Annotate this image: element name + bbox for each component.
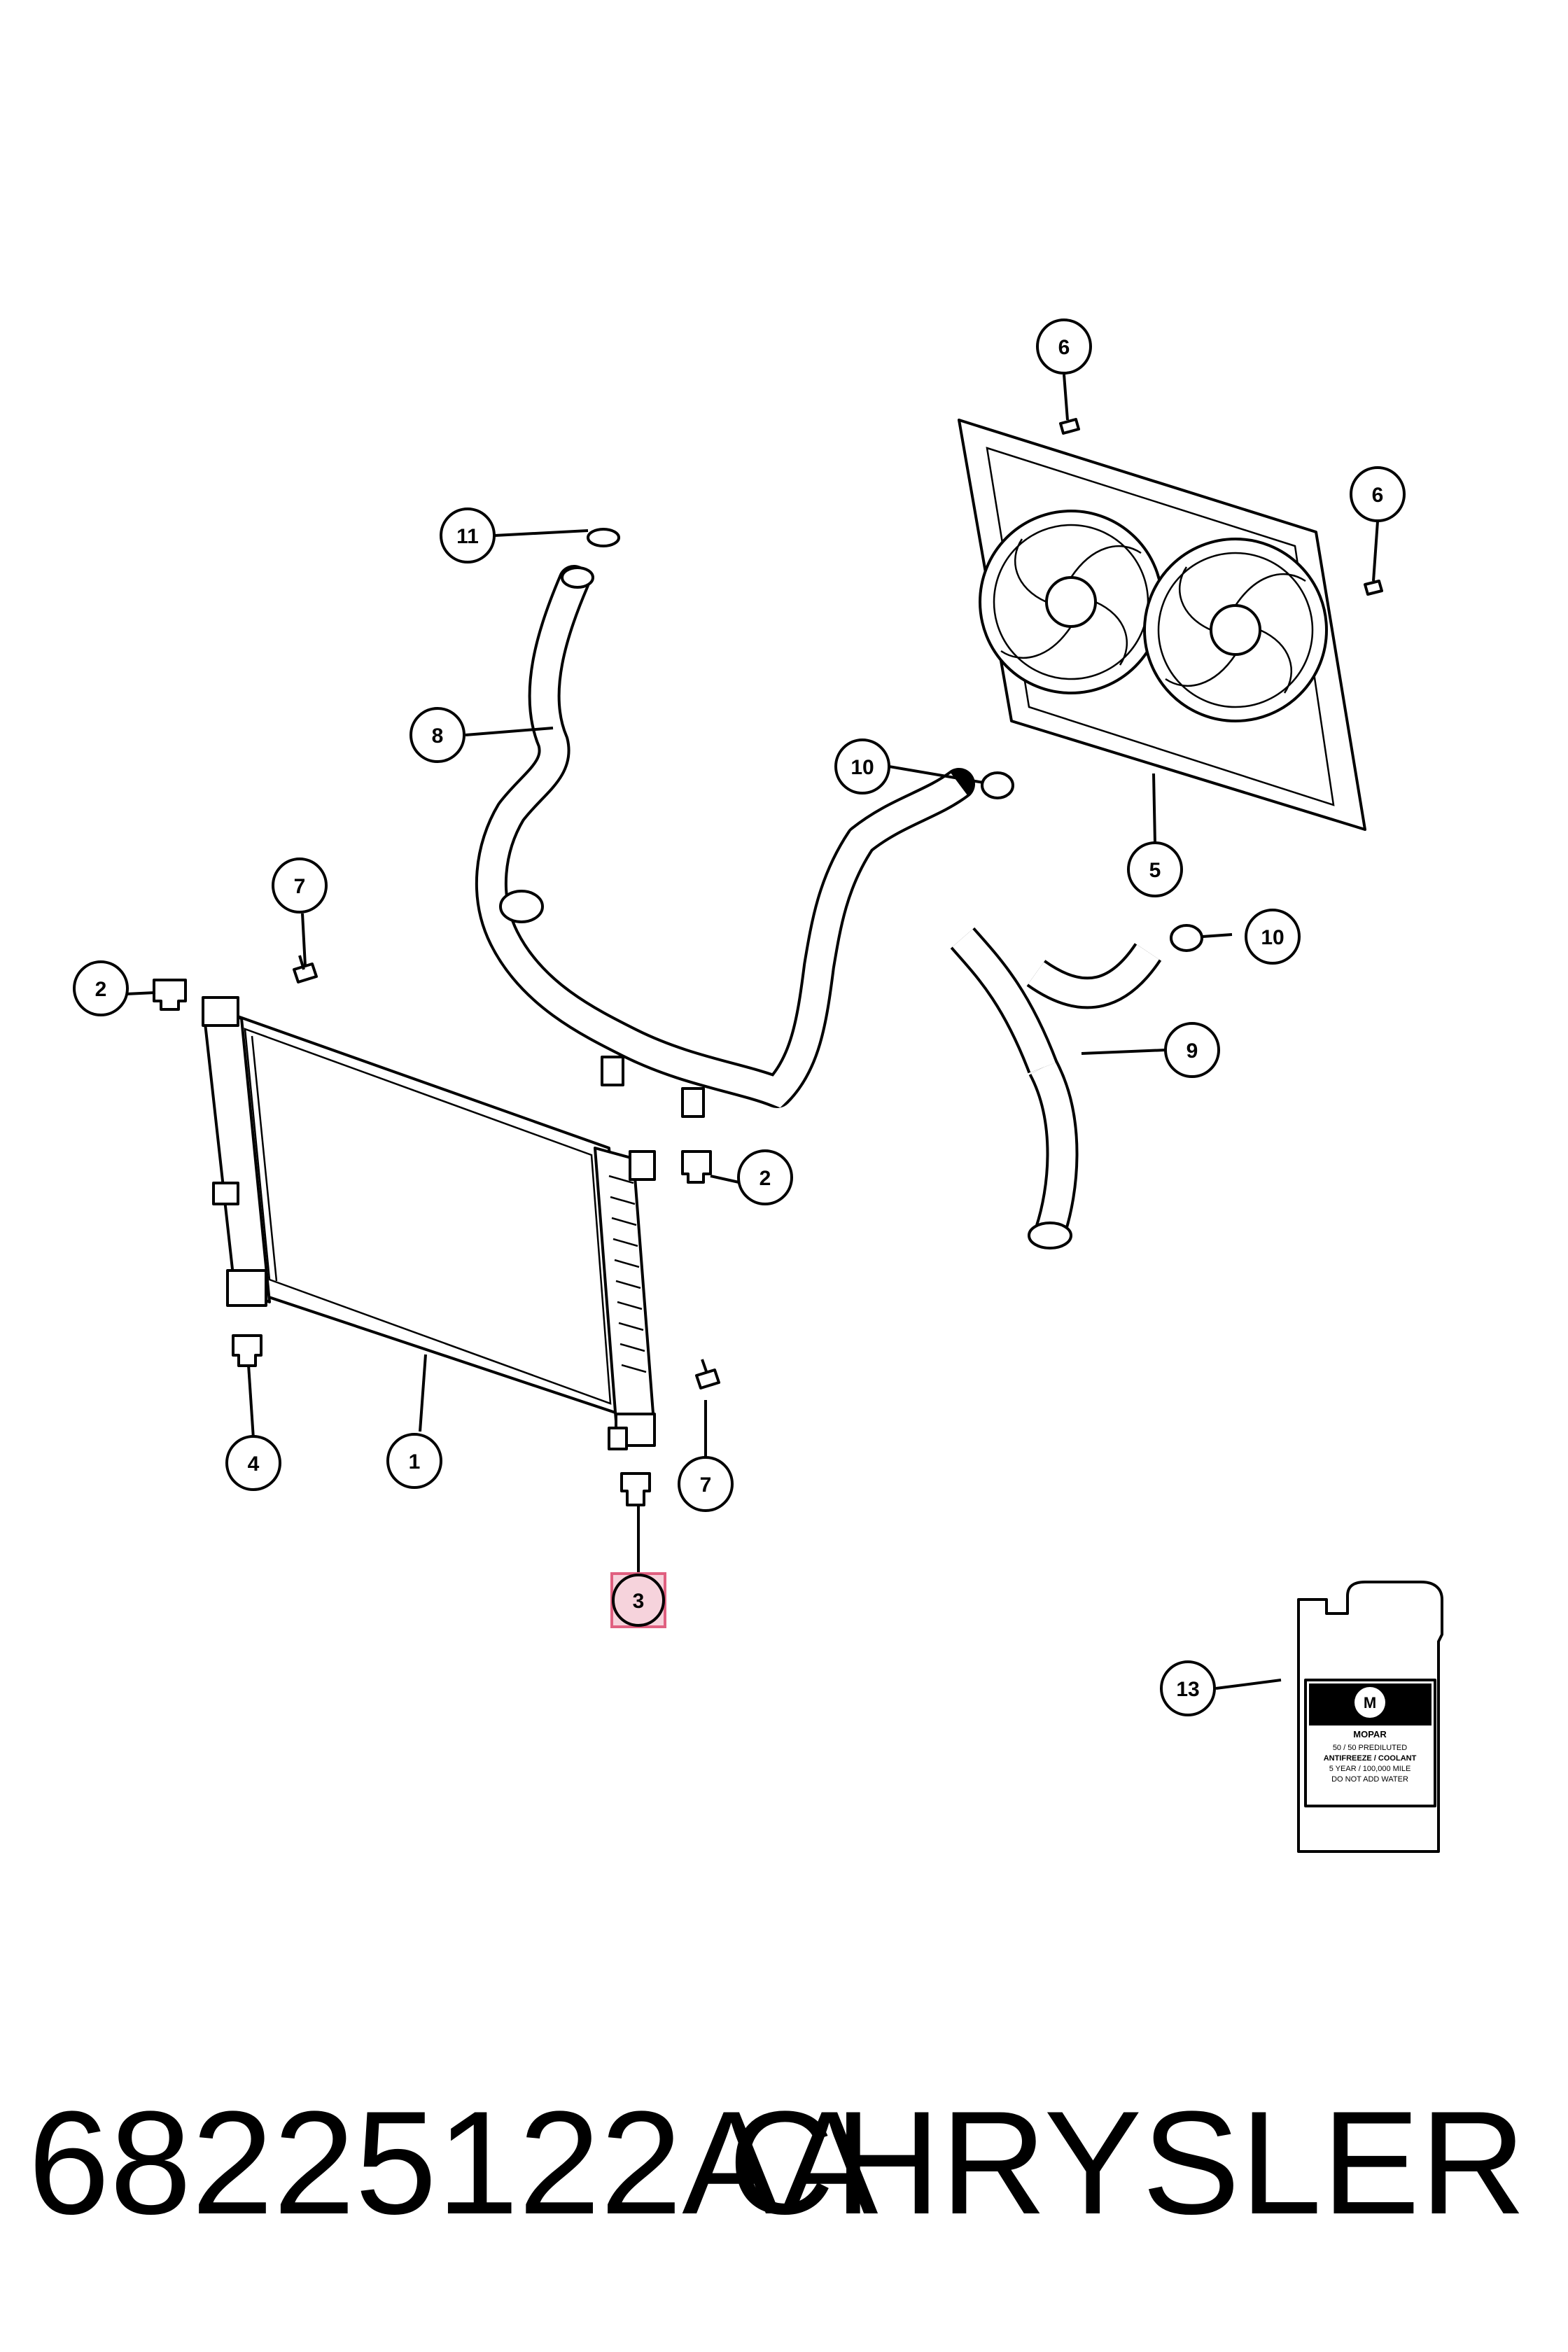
svg-text:4: 4 [248, 1452, 260, 1476]
svg-text:7: 7 [700, 1474, 712, 1497]
svg-text:8: 8 [432, 724, 444, 748]
callout-4: 4 [225, 1435, 281, 1491]
jug-line4: DO NOT ADD WATER [1331, 1775, 1408, 1784]
callout-13: 13 [1160, 1660, 1216, 1716]
bolt-6a [1059, 418, 1080, 435]
jug-line3: 5 YEAR / 100,000 MILE [1329, 1765, 1411, 1773]
svg-text:11: 11 [456, 525, 479, 548]
callout-8: 8 [410, 707, 465, 763]
lower-hose-9 [950, 927, 1162, 1250]
svg-text:13: 13 [1176, 1678, 1199, 1701]
svg-text:10: 10 [1261, 926, 1284, 949]
svg-text:M: M [1364, 1694, 1376, 1712]
svg-text:6: 6 [1058, 336, 1070, 359]
callout-5: 5 [1127, 841, 1183, 897]
bolt-7b [695, 1359, 720, 1390]
upper-hose-8 [475, 565, 975, 1118]
callout-6-right: 6 [1350, 466, 1406, 522]
fan-shroud-assembly [958, 419, 1366, 831]
bolt-6b [1364, 580, 1383, 596]
bracket-clip-left [153, 979, 187, 1011]
insulator-4 [232, 1334, 262, 1367]
callout-7-left: 7 [272, 858, 328, 913]
svg-text:10: 10 [850, 756, 874, 779]
hose-clamp-10b [1170, 924, 1203, 952]
svg-text:5: 5 [1149, 859, 1161, 882]
callout-6-top: 6 [1036, 318, 1092, 374]
svg-text:1: 1 [409, 1450, 421, 1474]
svg-text:9: 9 [1186, 1040, 1198, 1063]
clamp-11 [587, 528, 620, 547]
jug-brand: MOPAR [1353, 1729, 1387, 1740]
radiator [202, 996, 656, 1450]
callout-2-left: 2 [73, 960, 129, 1016]
drain-plug-3 [620, 1472, 651, 1506]
callout-10-right: 10 [1245, 909, 1301, 965]
jug-line1: 50 / 50 PREDILUTED [1333, 1744, 1407, 1752]
callout-10-top: 10 [834, 738, 890, 794]
leader-lines [125, 374, 1379, 1690]
bolt-7a [293, 955, 318, 983]
callout-9: 9 [1164, 1022, 1220, 1078]
svg-text:7: 7 [294, 875, 306, 898]
callout-2-right: 2 [737, 1149, 793, 1205]
svg-text:6: 6 [1372, 484, 1384, 507]
svg-text:2: 2 [95, 978, 107, 1001]
callout-3-highlighted[interactable]: 3 [610, 1572, 666, 1628]
svg-text:2: 2 [760, 1167, 771, 1190]
brand-name: CHRYSLER [728, 2080, 1526, 2245]
bracket-clip-right [681, 1150, 712, 1184]
callout-11: 11 [440, 507, 496, 564]
callout-1: 1 [386, 1433, 442, 1489]
svg-text:3: 3 [633, 1590, 645, 1613]
part-number: 68225122AA [28, 2080, 878, 2245]
callout-7-right: 7 [678, 1456, 734, 1512]
jug-line2: ANTIFREEZE / COOLANT [1324, 1754, 1417, 1763]
coolant-jug: M MOPAR 50 / 50 PREDILUTED ANTIFREEZE / … [1297, 1581, 1443, 1853]
hose-clamp-10a [981, 771, 1014, 799]
